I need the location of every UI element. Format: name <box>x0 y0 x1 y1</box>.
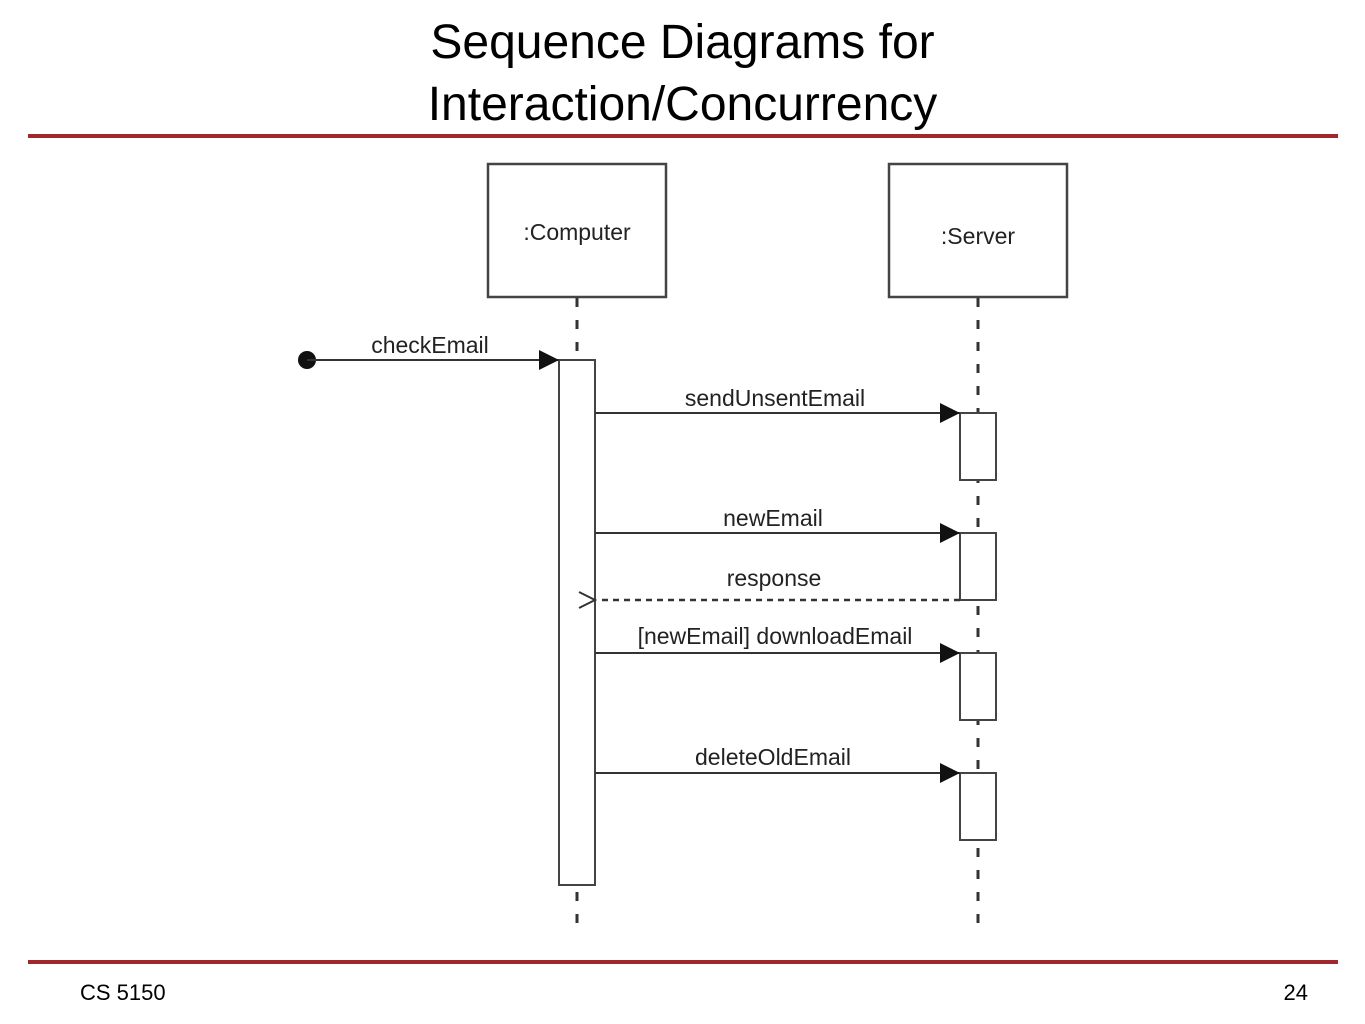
server-activation-bar <box>959 532 997 601</box>
server-activation-bar <box>959 772 997 841</box>
computer-activation-bar <box>558 359 596 886</box>
slide-title: Sequence Diagrams for Interaction/Concur… <box>0 12 1365 136</box>
footer-course: CS 5150 <box>80 980 166 1005</box>
server-lifeline-box <box>887 162 1069 299</box>
footer-divider <box>28 960 1338 964</box>
footer-page-number: 24 <box>1283 980 1308 1005</box>
computer-lifeline-label: :Computer <box>523 219 631 245</box>
check-email-label: checkEmail <box>371 332 489 358</box>
new-email-label: newEmail <box>723 505 823 531</box>
server-activation-bar <box>959 652 997 721</box>
server-activation-bar <box>959 412 997 481</box>
title-divider <box>28 134 1338 138</box>
send-unsent-email-label: sendUnsentEmail <box>685 385 865 411</box>
title-line-2: Interaction/Concurrency <box>427 78 938 131</box>
computer-lifeline-box <box>486 162 668 299</box>
response-label: response <box>727 565 822 591</box>
download-email-label: [newEmail] downloadEmail <box>638 623 913 649</box>
server-lifeline-label: :Server <box>941 223 1015 249</box>
title-line-1: Sequence Diagrams for <box>430 16 935 69</box>
delete-old-email-label: deleteOldEmail <box>695 744 851 770</box>
